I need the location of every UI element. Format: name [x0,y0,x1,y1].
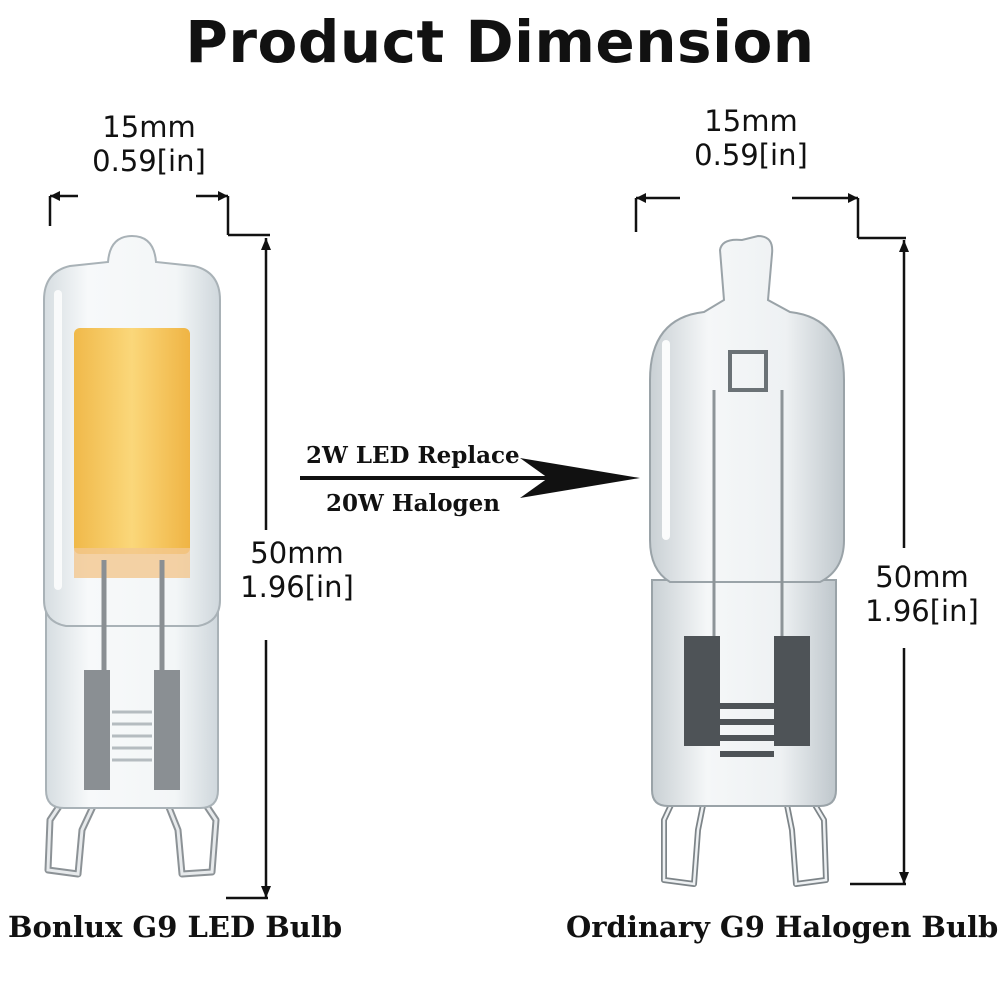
halogen-bulb-caption: Ordinary G9 Halogen Bulb [566,910,999,944]
led-bulb-illustration [43,234,221,878]
led-height-dimension [226,238,271,900]
led-height-mm: 50mm [250,536,344,570]
replace-line-1: 2W LED Replace [306,442,520,469]
led-height-label: 50mm 1.96[in] [222,536,372,604]
led-height-in: 1.96[in] [240,570,354,604]
led-width-label: 15mm 0.59[in] [64,110,234,178]
led-bulb-caption: Bonlux G9 LED Bulb [8,910,343,944]
halogen-bulb-illustration [649,234,845,887]
halogen-width-mm: 15mm [704,104,798,138]
led-width-mm: 15mm [102,110,196,144]
led-width-dimension [48,191,270,237]
halogen-height-mm: 50mm [875,560,969,594]
halogen-width-dimension [634,193,906,240]
halogen-height-label: 50mm 1.96[in] [852,560,992,628]
led-width-in: 0.59[in] [92,144,206,178]
halogen-height-in: 1.96[in] [865,594,979,628]
halogen-height-dimension [850,240,909,886]
replace-line-2: 20W Halogen [326,490,500,517]
replace-arrow [300,458,640,498]
halogen-width-label: 15mm 0.59[in] [666,104,836,172]
page-title: Product Dimension [185,8,815,76]
halogen-width-in: 0.59[in] [694,138,808,172]
